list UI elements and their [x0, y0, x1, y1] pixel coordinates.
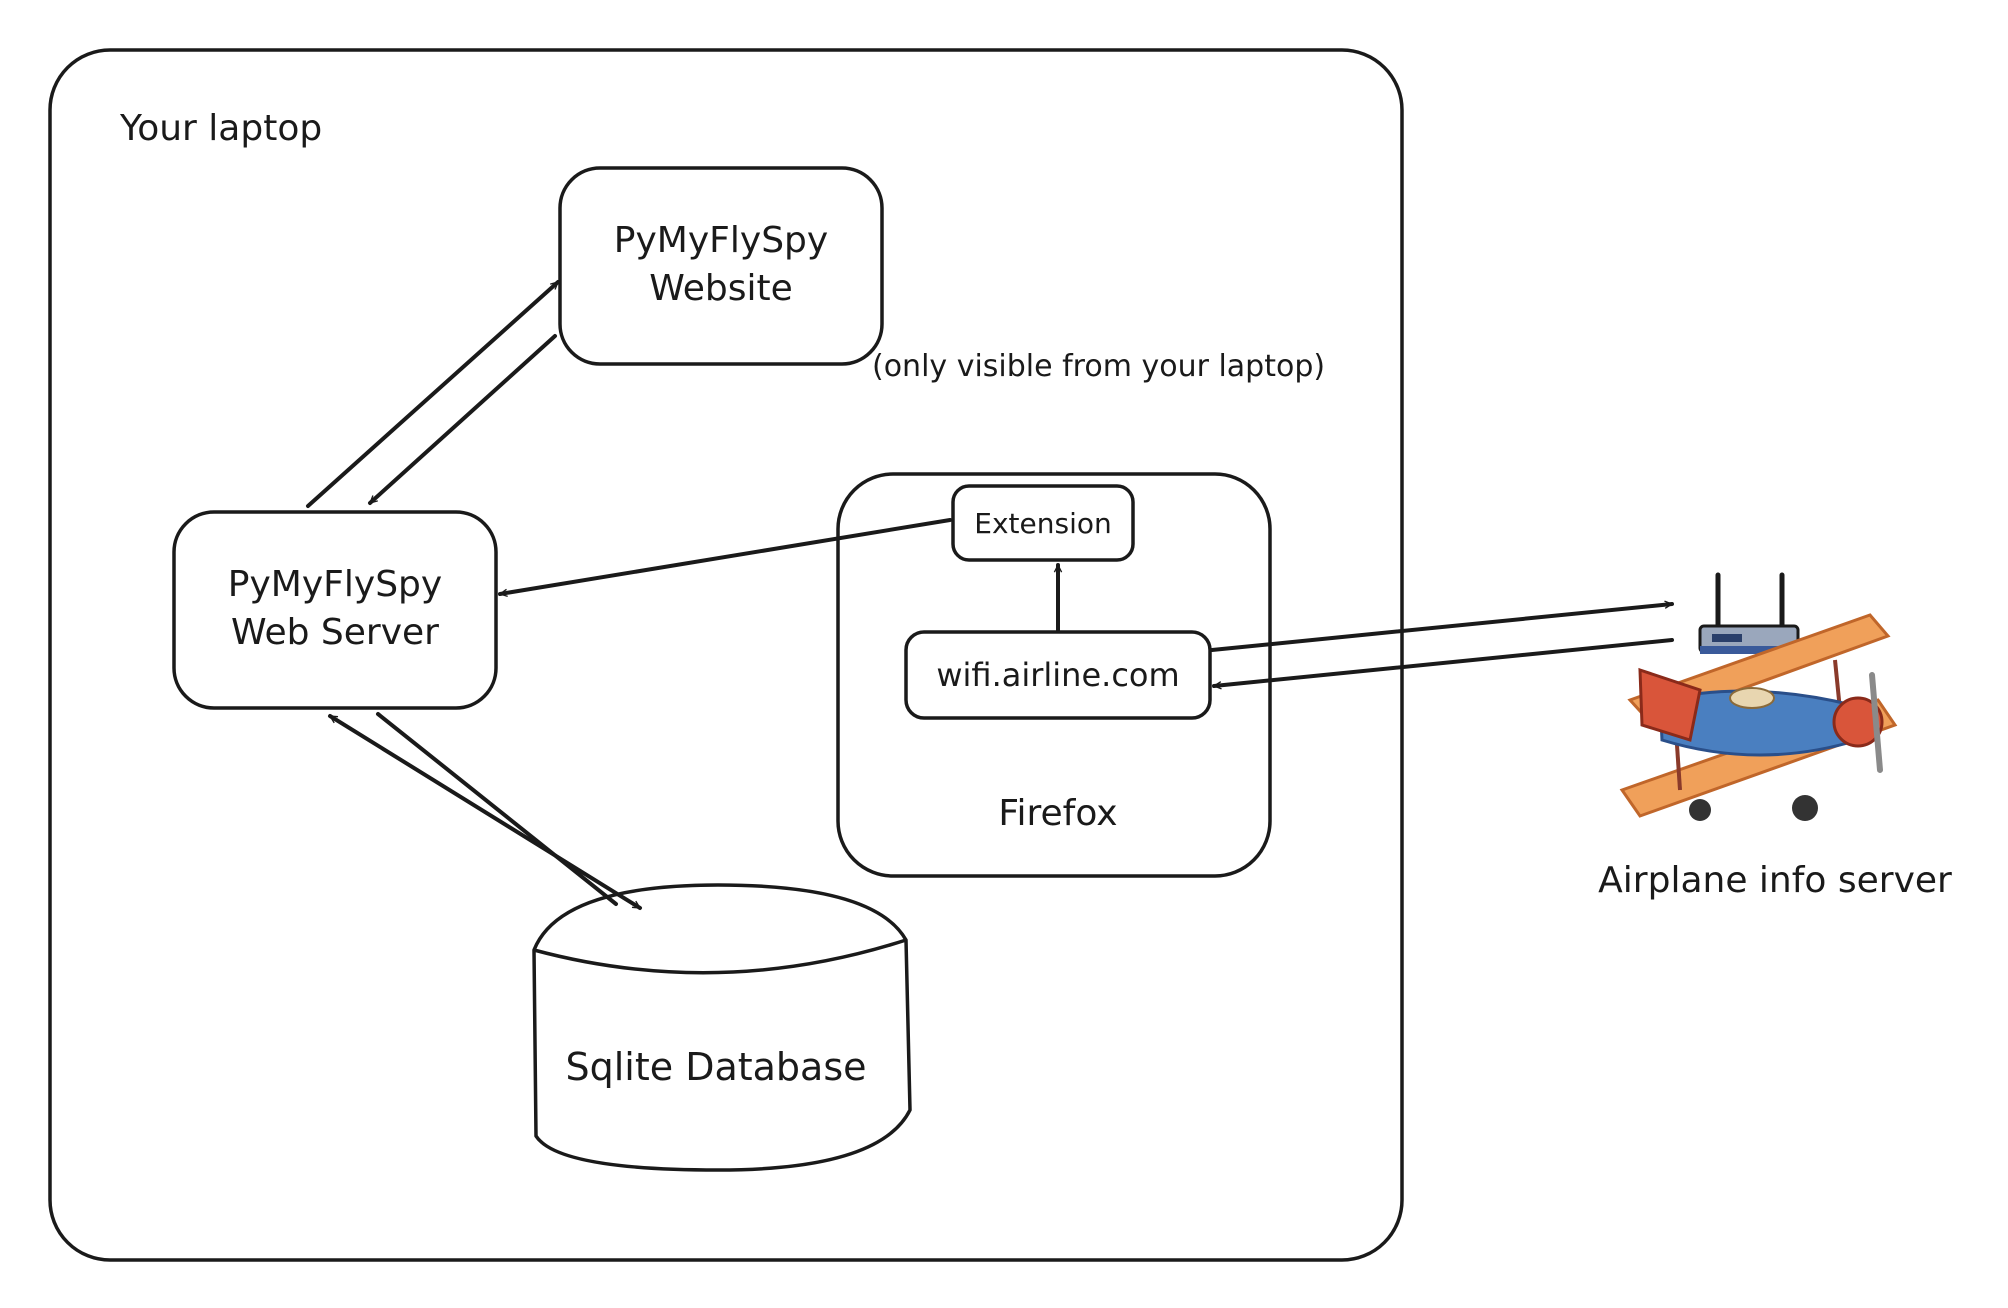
- edge-website-to-webserver: [368, 334, 557, 505]
- biplane-icon: [1619, 613, 1898, 821]
- database-label: Sqlite Database: [565, 1045, 866, 1089]
- wifi-router-icon: [1698, 572, 1800, 654]
- edge-airplane-server-to-site: [1212, 638, 1674, 686]
- web-server-label-line1: PyMyFlySpy: [228, 564, 442, 605]
- website-visibility-note: (only visible from your laptop): [872, 349, 1325, 384]
- airplane-server-label: Airplane info server: [1598, 860, 1952, 901]
- extension-label: Extension: [974, 507, 1111, 540]
- edge-site-to-airplane-server: [1210, 604, 1674, 652]
- extension-node: Extension: [951, 484, 1135, 562]
- website-label-line2: Website: [649, 268, 793, 309]
- laptop-label: Your laptop: [119, 108, 322, 149]
- edge-webserver-database: [328, 714, 642, 910]
- edge-webserver-to-website: [306, 280, 560, 508]
- web-server-label-line2: Web Server: [231, 612, 439, 653]
- airline-site-label: wifi.airline.com: [936, 656, 1179, 694]
- website-node: PyMyFlySpy Website: [558, 166, 884, 366]
- airline-site-node: wifi.airline.com: [904, 630, 1212, 720]
- edge-webserver-database-return: [376, 712, 618, 906]
- website-label-line1: PyMyFlySpy: [614, 220, 828, 261]
- firefox-container: Firefox: [836, 472, 1272, 878]
- firefox-label: Firefox: [998, 793, 1117, 834]
- laptop-container: Your laptop: [48, 48, 1404, 1262]
- edge-extension-to-webserver: [498, 518, 952, 594]
- database-node: Sqlite Database: [532, 883, 912, 1172]
- web-server-node: PyMyFlySpy Web Server: [172, 510, 498, 710]
- edges: [306, 280, 1674, 910]
